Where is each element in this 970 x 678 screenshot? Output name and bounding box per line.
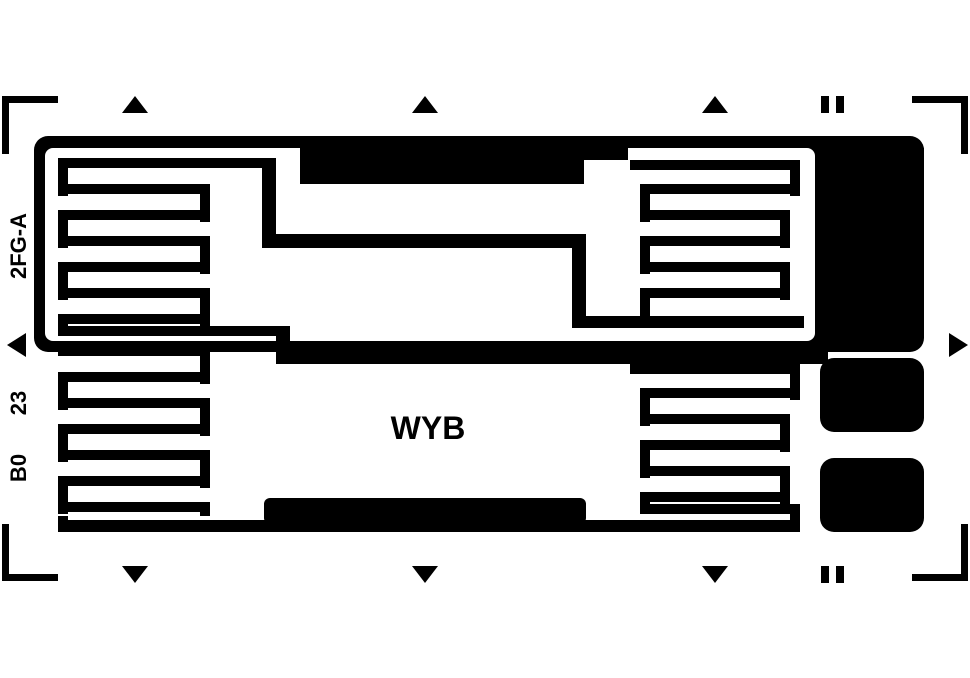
pad-4 (820, 458, 924, 532)
foil-pattern (34, 136, 924, 532)
side-label-top: 2FG-A (6, 213, 31, 279)
right-bottom-grid (630, 364, 800, 532)
top-tab (300, 148, 584, 184)
side-label-bottom: B0 (6, 454, 31, 482)
right-top-grid (630, 160, 800, 318)
bottom-tab (264, 498, 586, 524)
side-label-mid: 23 (6, 391, 31, 415)
down-triangle-icon (122, 566, 728, 583)
middle-bus (276, 348, 828, 364)
double-bar-icon (821, 96, 844, 583)
center-mark: WYB (391, 410, 466, 446)
left-bottom-grid (58, 346, 798, 532)
left-right-triangle-icon (7, 333, 968, 357)
left-top-grid (58, 158, 280, 336)
pad-2 (820, 258, 924, 330)
up-triangle-icon (122, 96, 728, 113)
pad-3 (820, 358, 924, 432)
corner-bracket-icon (2, 96, 968, 581)
